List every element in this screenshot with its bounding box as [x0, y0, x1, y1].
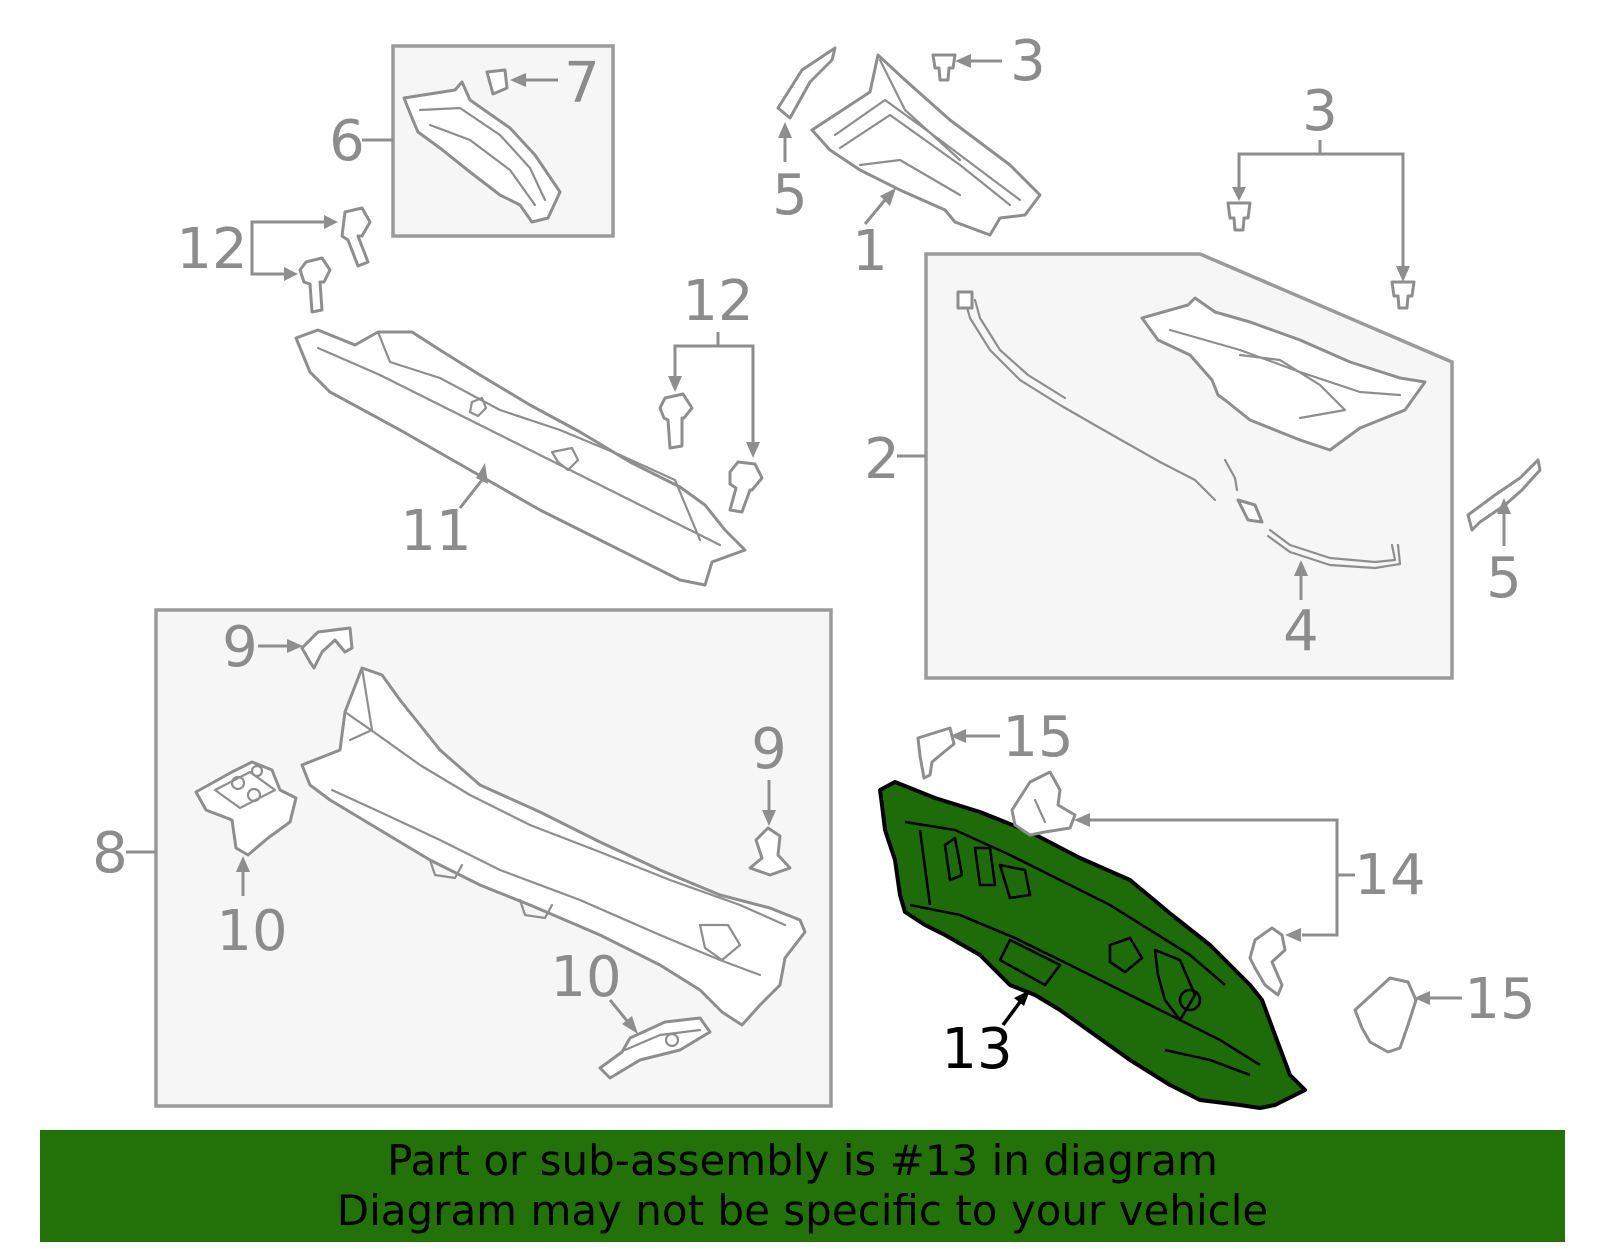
part-9-bracket-b[interactable]: [748, 826, 792, 877]
callout-1[interactable]: 1: [852, 219, 888, 284]
callout-2[interactable]: 2: [864, 427, 900, 492]
callout-13[interactable]: 13: [941, 1017, 1012, 1082]
part-3-clip-right-a[interactable]: [1226, 201, 1252, 232]
callout-15-top[interactable]: 15: [1002, 705, 1073, 770]
part-4-hose[interactable]: [1223, 458, 1402, 570]
part-12-bolt-d[interactable]: [728, 460, 764, 514]
part-2-cowl-grille[interactable]: [1140, 296, 1427, 452]
callout-8[interactable]: 8: [92, 821, 128, 886]
banner-line-2: Diagram may not be specific to your vehi…: [336, 1186, 1269, 1235]
part-10-mount-b[interactable]: [598, 1016, 712, 1080]
callout-12-right[interactable]: 12: [682, 269, 753, 334]
callout-5-left[interactable]: 5: [772, 163, 808, 228]
part-9-bracket-a[interactable]: [300, 626, 354, 670]
callout-10-left[interactable]: 10: [216, 899, 287, 964]
part-5-seal-left[interactable]: [776, 46, 837, 120]
part-3-clip-right-b[interactable]: [1390, 280, 1416, 310]
part-14-bracket-a[interactable]: [1010, 770, 1077, 837]
inset-box-2: [924, 252, 1454, 680]
callout-15-bottom[interactable]: 15: [1464, 967, 1535, 1032]
callout-6[interactable]: 6: [329, 109, 365, 174]
callout-9-left[interactable]: 9: [222, 615, 258, 680]
callout-11[interactable]: 11: [400, 499, 471, 564]
part-15-bracket-a[interactable]: [916, 726, 956, 780]
callout-9-right[interactable]: 9: [751, 717, 787, 782]
part-6-bracket[interactable]: [402, 80, 562, 224]
callout-12-left[interactable]: 12: [176, 217, 247, 282]
callout-7[interactable]: 7: [564, 51, 600, 116]
info-banner: Part or sub-assembly is #13 in diagram D…: [40, 1130, 1565, 1242]
callout-3-right[interactable]: 3: [1302, 79, 1338, 144]
part-2-washer-hose[interactable]: [956, 290, 1217, 502]
banner-line-1: Part or sub-assembly is #13 in diagram: [387, 1136, 1218, 1185]
callout-14[interactable]: 14: [1354, 843, 1425, 908]
callout-10-right[interactable]: 10: [550, 945, 621, 1010]
part-13-dash-panel[interactable]: [878, 780, 1307, 1110]
part-3-clip-top[interactable]: [931, 53, 957, 82]
part-12-bolt-c[interactable]: [658, 392, 694, 450]
part-5-seal-right[interactable]: [1466, 458, 1542, 532]
inset-box-6: [362, 44, 615, 238]
callout-4[interactable]: 4: [1283, 599, 1319, 664]
part-1-cowl-top-panel[interactable]: [810, 53, 1042, 237]
part-7-clip[interactable]: [485, 68, 509, 96]
part-12-bolt-a[interactable]: [340, 206, 372, 268]
part-15-bracket-b[interactable]: [1353, 976, 1418, 1054]
part-10-mount-a[interactable]: [194, 760, 298, 857]
part-11-cowl-member[interactable]: [294, 328, 747, 587]
part-8-cowl-panel[interactable]: [300, 666, 807, 1027]
inset-box-8: [154, 608, 833, 1108]
callout-3-top[interactable]: 3: [1010, 29, 1046, 94]
callout-5-right[interactable]: 5: [1486, 546, 1522, 611]
part-12-bolt-b[interactable]: [298, 256, 332, 314]
part-14-bracket-b[interactable]: [1248, 926, 1287, 997]
